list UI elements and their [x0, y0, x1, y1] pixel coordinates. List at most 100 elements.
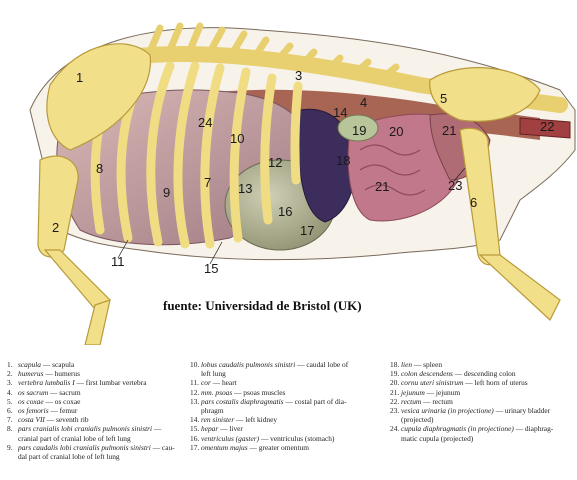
legend-entry-latin: humerus: [18, 369, 44, 379]
legend-entry-text: os sacrum — sacrum: [18, 388, 192, 397]
legend-entry: 14.ren sinister — left kidney: [190, 415, 390, 424]
legend-entry: 8. pars cranialis lobi cranialis pulmonis…: [7, 424, 192, 433]
legend-entry-latin: os sacrum: [18, 387, 49, 397]
humerus: [37, 155, 79, 258]
legend-entry-translation: — femur: [48, 406, 78, 416]
legend-entry: 2.humerus — humerus: [7, 369, 192, 378]
label-21b: 21: [442, 123, 456, 138]
legend-entry-translation: — liver: [218, 424, 243, 434]
label-23: 23: [448, 178, 462, 193]
intestine-coils: [359, 144, 426, 196]
legend-entry-text: humerus — humerus: [18, 369, 192, 378]
legend-entry-latin: cornu uteri sinistrum: [401, 378, 464, 388]
legend-entry: 1.scapula — scapula: [7, 360, 192, 369]
legend-entry-latin: rectum: [401, 396, 422, 406]
figure-labels: 1 2 3 4 5 6 7 8 9 10 11 24 12 13 14 15 1…: [52, 68, 554, 276]
legend-entry-text: pars cranialis lobi cranialis pulmonis s…: [18, 424, 192, 433]
rectum: [519, 117, 571, 139]
legend-entry-continuation: phragm: [201, 406, 224, 416]
legend-entry-latin: hepar: [201, 424, 219, 434]
label-16: 16: [278, 204, 292, 219]
legend-entry: 22.rectum — rectum: [390, 397, 577, 406]
leader-lines: [117, 167, 466, 265]
legend-entry: 13.pars costalis diaphragmatis — costal …: [190, 397, 390, 406]
legend-entry-translation: — urinary bladder: [493, 406, 551, 416]
legend-entry: 5.os coxae — os coxae: [7, 397, 192, 406]
legend-entry: 4.os sacrum — sacrum: [7, 388, 192, 397]
legend-entry-latin: os coxae: [18, 396, 44, 406]
legend-entry-latin: lobus caudalis pulmonis sinistri: [201, 360, 296, 369]
source-credit: fuente: Universidad de Bristol (UK): [163, 298, 362, 313]
legend-entry-number: 15.: [190, 424, 200, 434]
legend-entry-text: vertebra lumbalis I — first lumbar verte…: [18, 378, 192, 387]
legend-entry-text: omentum majus — greater omentum: [201, 443, 390, 452]
legend-entry-text: pars caudalis lobi cranialis pulmonis si…: [18, 443, 192, 452]
legend-entry-latin: ventriculus (gaster): [201, 433, 260, 443]
legend-entry-text: lien — spleen: [401, 360, 577, 369]
legend-entry-text: cornu uteri sinistrum — left horn of ute…: [401, 378, 577, 387]
legend-entry-latin: colon descendens: [401, 369, 453, 379]
legend-column-2: 10.lobus caudalis pulmonis sinistri — ca…: [190, 360, 390, 452]
legend-entry: 24.cupula diaphragmatis (in projectione)…: [390, 424, 577, 433]
label-7: 7: [204, 175, 211, 190]
legend-entry-latin: pars cranialis lobi cranialis pulmonis s…: [18, 424, 153, 434]
label-6: 6: [470, 195, 477, 210]
legend-entry-text: vesica urinaria (in projectione) — urina…: [401, 406, 577, 415]
legend-entry-translation: — cau-: [150, 442, 175, 452]
legend-entry-continuation: (projected): [401, 415, 434, 425]
legend-entry-number: 9.: [7, 442, 13, 452]
legend-entry: 18.lien — spleen: [390, 360, 577, 369]
legend-entry: 7.costa VII — seventh rib: [7, 415, 192, 424]
legend-entry: 19.colon descendens — descending colon: [390, 369, 577, 378]
label-11: 11: [111, 254, 125, 269]
legend-entry-text: ren sinister — left kidney: [201, 415, 390, 424]
legend-entry-translation: — descending colon: [452, 369, 516, 379]
spleen: [297, 108, 356, 223]
label-24: 24: [198, 115, 212, 130]
legend-entry-translation: — costal part of dia-: [283, 396, 347, 406]
legend-entry-number: 8.: [7, 424, 13, 434]
legend-entry-text: cor — heart: [201, 378, 390, 387]
descending-colon: [337, 114, 379, 142]
label-4: 4: [360, 95, 367, 110]
legend-entry-text: scapula — scapula: [18, 360, 192, 369]
vertebral-spines: [146, 22, 400, 84]
legend-entry-continuation: dal part of cranial lobe of left lung: [18, 452, 120, 462]
legend-entry-latin: lien: [401, 360, 413, 369]
forelimb-lower: [84, 299, 111, 345]
legend-entry-text: rectum — rectum: [401, 397, 577, 406]
legend-entry-translation: — first lumbar vertebra: [74, 378, 147, 388]
legend-entry-number: 3.: [7, 378, 13, 388]
label-12: 12: [268, 155, 282, 170]
legend-entry-latin: cupula diaphragmatis (in projectione): [401, 424, 514, 434]
label-22: 22: [540, 119, 554, 134]
legend-entry-translation: — left kidney: [234, 415, 278, 425]
legend-entry-translation: — ventriculus (stomach): [259, 433, 335, 443]
legend-entry-translation: — caudal lobe of: [295, 360, 349, 369]
legend-entry-translation: — psoas muscles: [232, 387, 286, 397]
legend-entry-latin: jejunum: [401, 387, 425, 397]
legend-entry-translation: — left horn of uterus: [463, 378, 528, 388]
label-8: 8: [96, 161, 103, 176]
legend-entry: 17.omentum majus — greater omentum: [190, 443, 390, 452]
legend-entry: 10.lobus caudalis pulmonis sinistri — ca…: [190, 360, 390, 369]
label-21a: 21: [375, 179, 389, 194]
legend-entry-number: 21.: [390, 387, 400, 397]
legend-entry: 15.hepar — liver: [190, 424, 390, 433]
legend-entry: 16.ventriculus (gaster) — ventriculus (s…: [190, 434, 390, 443]
legend-entry-latin: costa VII: [18, 415, 45, 425]
legend-entry-translation: —: [152, 424, 162, 434]
legend-entry-translation: — sacrum: [48, 387, 81, 397]
label-2: 2: [52, 220, 59, 235]
legend-entry-latin: ren sinister: [201, 415, 235, 425]
legend-entry-translation: — seventh rib: [44, 415, 89, 425]
legend-entry-number: 22.: [390, 396, 400, 406]
legend-entry-number: 20.: [390, 378, 400, 388]
legend-entry-translation: — scapula: [41, 360, 75, 369]
anatomy-figure: 1 2 3 4 5 6 7 8 9 10 11 24 12 13 14 15 1…: [29, 22, 576, 345]
label-18: 18: [336, 153, 350, 168]
legend-entry-number: 14.: [190, 415, 200, 425]
os-coxae: [429, 67, 541, 122]
legend-entry-latin: omentum majus: [201, 442, 248, 452]
